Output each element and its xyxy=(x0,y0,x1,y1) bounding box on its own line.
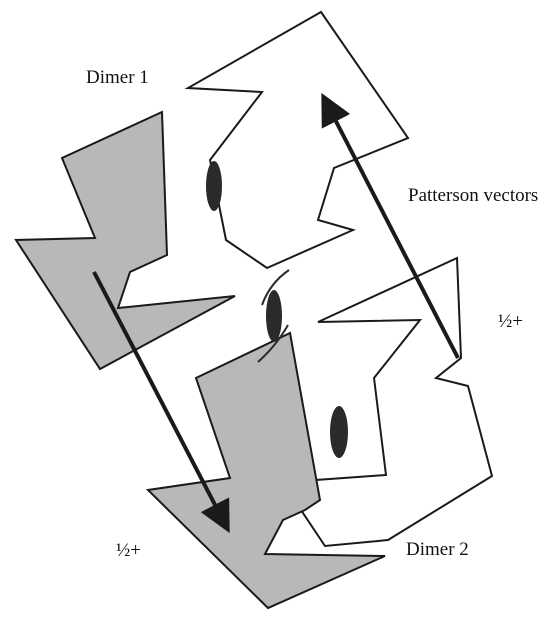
patterson-vector-arrow-down xyxy=(92,271,230,534)
half-translation-label-right: ½+ xyxy=(498,311,523,332)
dimer2-twofold-axis-marker xyxy=(330,406,348,458)
central-axis-upper-tail xyxy=(261,269,290,306)
central-twofold-axis-marker xyxy=(266,290,282,342)
dimer1-twofold-axis-marker xyxy=(206,161,222,211)
dimer2-shaded-monomer xyxy=(145,331,386,610)
central-axis-lower-tail xyxy=(257,324,289,363)
dimer2-label: Dimer 2 xyxy=(406,539,469,560)
dimer1-label: Dimer 1 xyxy=(86,67,149,88)
dimer1-shaded-monomer xyxy=(14,110,236,371)
dimer2-open-monomer xyxy=(299,256,494,548)
dimer1-open-monomer xyxy=(184,10,410,270)
patterson-vectors-label: Patterson vectors xyxy=(408,185,539,206)
patterson-vector-arrow-up xyxy=(321,92,460,359)
half-translation-label-left: ½+ xyxy=(116,540,141,561)
